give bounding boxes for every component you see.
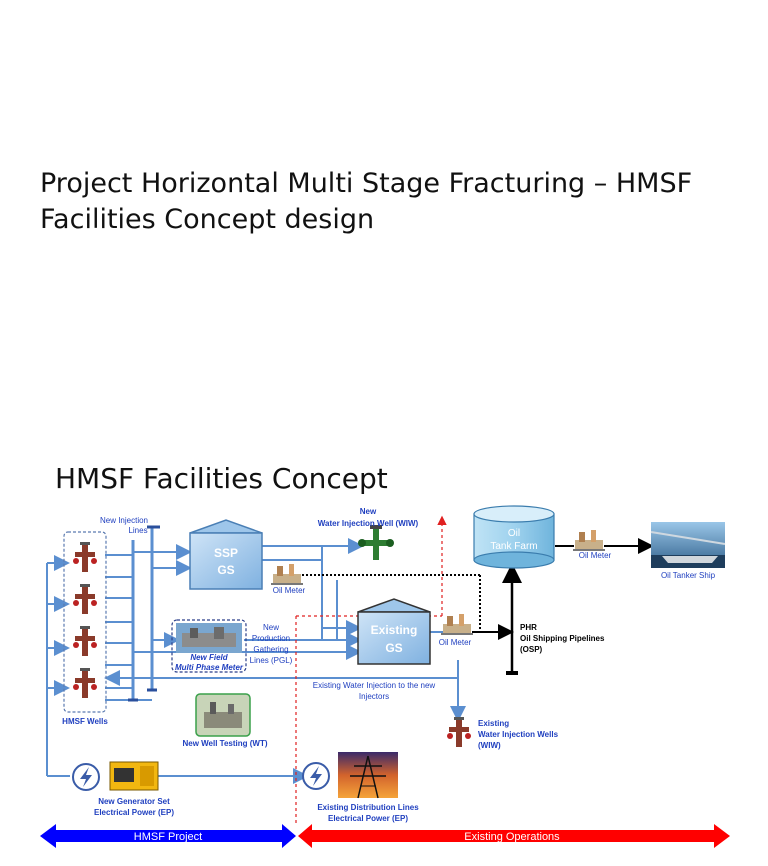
- pipe-network: [46, 525, 466, 784]
- power-bolt-icon: [72, 763, 100, 791]
- phr-osp-label-2: Oil Shipping Pipelines: [520, 634, 605, 643]
- oil-tank-farm: Oil Tank Farm: [473, 505, 555, 569]
- tank-farm-label-2: Tank Farm: [490, 541, 537, 552]
- page-title-line-2: Facilities Concept design: [40, 204, 375, 235]
- existing-wiw-label-3: (WIW): [478, 741, 501, 750]
- mpm-group-box: [171, 619, 247, 673]
- oil-meter-label-ssp: Oil Meter: [273, 586, 306, 595]
- existing-wiw-label-2: Water Injection Wells: [478, 730, 559, 739]
- wells-group-box: [63, 531, 107, 713]
- ssp-gs-label-2: GS: [217, 563, 234, 577]
- new-wiw-label-1: New: [360, 507, 377, 516]
- generator-label-2: Electrical Power (EP): [94, 808, 174, 817]
- existing-water-injection-label-2: Injectors: [359, 692, 389, 701]
- mpm-label-1: New Field: [190, 653, 228, 662]
- existing-gs-label-2: GS: [385, 641, 402, 655]
- page-title-line-1: Project Horizontal Multi Stage Fracturin…: [40, 168, 693, 199]
- new-wiw-label-2: Water Injection Well (WIW): [318, 519, 419, 528]
- hmsf-project-label: HMSF Project: [134, 831, 202, 843]
- transmission-tower-image: [338, 752, 398, 799]
- existing-water-injection-label-1: Existing Water Injection to the new: [313, 681, 436, 690]
- hmsf-project-arrow: HMSF Project: [40, 824, 296, 848]
- ssp-gs-station: SSP GS: [189, 519, 263, 590]
- existing-wiw-icon: [447, 717, 471, 747]
- diagram-heading: HMSF Facilities Concept: [55, 462, 388, 495]
- mpm-image: [176, 623, 242, 653]
- well-testing-image: [195, 693, 251, 737]
- pgl-label-3: Gathering: [253, 645, 288, 654]
- new-injection-lines-label-2: Lines: [128, 526, 147, 535]
- mpm-label-2: Multi Phase Meter: [175, 663, 244, 672]
- existing-operations-arrow: Existing Operations: [298, 824, 730, 848]
- well-icons: [73, 542, 97, 698]
- existing-gs-label-1: Existing: [371, 623, 418, 637]
- existing-gs-station: Existing GS: [357, 598, 431, 665]
- new-wiw-icon: [358, 525, 394, 560]
- pgl-label-4: Lines (PGL): [250, 656, 293, 665]
- oil-tanker-ship-image: [650, 522, 726, 568]
- phr-osp-label-1: PHR: [520, 623, 537, 632]
- oil-meter-label-existing: Oil Meter: [439, 638, 472, 647]
- distribution-label-2: Electrical Power (EP): [328, 814, 408, 823]
- existing-wiw-label-1: Existing: [478, 719, 509, 728]
- oil-tanker-ship-label: Oil Tanker Ship: [661, 571, 716, 580]
- pgl-label-2: Production: [252, 634, 290, 643]
- phr-osp-label-3: (OSP): [520, 645, 543, 654]
- existing-operations-label: Existing Operations: [464, 831, 560, 843]
- distribution-bolt-icon: [302, 762, 330, 790]
- oil-lines: [302, 538, 654, 675]
- hmsf-wells-label: HMSF Wells: [62, 717, 108, 726]
- new-injection-lines-label-1: New Injection: [100, 516, 148, 525]
- tank-farm-label-1: Oil: [508, 528, 520, 539]
- oil-meter-label-tank: Oil Meter: [579, 551, 612, 560]
- pgl-label-1: New: [263, 623, 279, 632]
- generator-icon: [109, 761, 159, 791]
- page-title: Project Horizontal Multi Stage Fracturin…: [40, 166, 740, 238]
- well-testing-label: New Well Testing (WT): [182, 739, 267, 748]
- ssp-gs-label-1: SSP: [214, 546, 238, 560]
- generator-label-1: New Generator Set: [98, 797, 170, 806]
- distribution-label-1: Existing Distribution Lines: [317, 803, 419, 812]
